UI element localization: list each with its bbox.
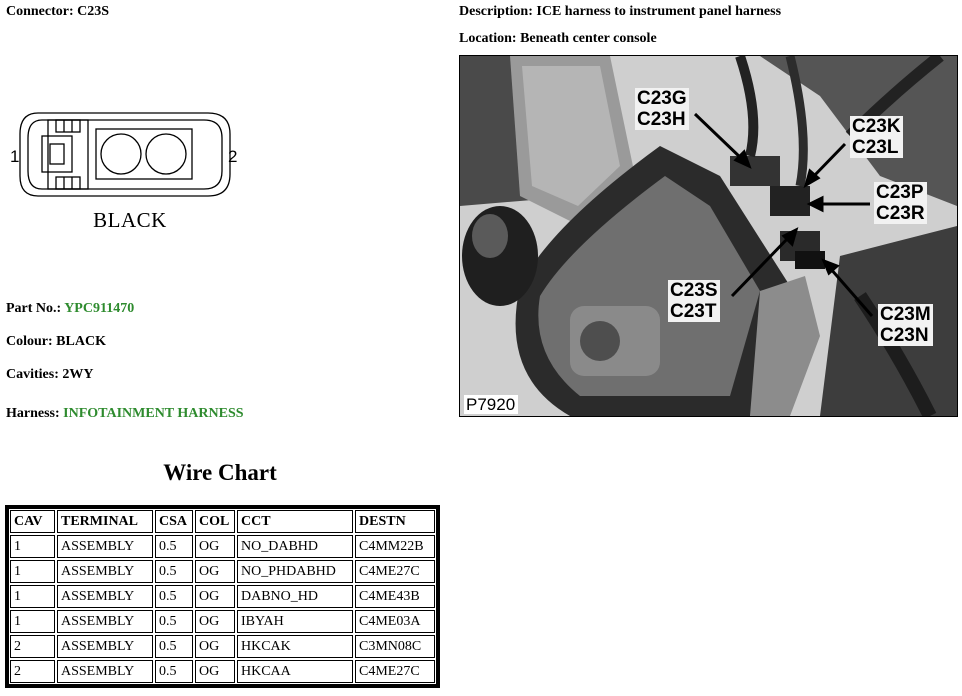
colour-value: BLACK	[56, 334, 106, 349]
cell-destn: C4ME03A	[354, 609, 436, 634]
header-terminal: TERMINAL	[56, 509, 154, 534]
cell-terminal: ASSEMBLY	[56, 634, 154, 659]
cell-cct: HKCAA	[236, 659, 354, 684]
table-header-row: CAV TERMINAL CSA COL CCT DESTN	[9, 509, 436, 534]
location-value: Beneath center console	[520, 31, 657, 46]
harness-field: Harness: INFOTAINMENT HARNESS	[6, 405, 244, 423]
cell-cct: NO_PHDABHD	[236, 559, 354, 584]
cell-cav: 1	[9, 609, 56, 634]
cell-csa: 0.5	[154, 609, 194, 634]
callout-c23m-c23n: C23M C23N	[878, 304, 933, 346]
cell-col: OG	[194, 584, 236, 609]
cell-cct: NO_DABHD	[236, 534, 354, 559]
cell-cav: 1	[9, 559, 56, 584]
pin-2-label: 2	[228, 147, 237, 166]
cell-col: OG	[194, 634, 236, 659]
wire-chart-table: CAV TERMINAL CSA COL CCT DESTN 1 ASSEMBL…	[5, 505, 440, 688]
wire-chart-title: Wire Chart	[163, 460, 277, 485]
connector-label: Connector:	[6, 4, 74, 19]
cell-col: OG	[194, 609, 236, 634]
cavities-value: 2WY	[62, 367, 94, 382]
callout-c23p-c23r: C23P C23R	[874, 182, 927, 224]
cell-csa: 0.5	[154, 659, 194, 684]
harness-label: Harness:	[6, 406, 60, 421]
header-col: COL	[194, 509, 236, 534]
cell-cav: 2	[9, 634, 56, 659]
table-row: 2 ASSEMBLY 0.5 OG HKCAA C4ME27C	[9, 659, 436, 684]
cell-cav: 2	[9, 659, 56, 684]
cell-col: OG	[194, 659, 236, 684]
connector-color-caption: BLACK	[93, 208, 167, 232]
cell-terminal: ASSEMBLY	[56, 559, 154, 584]
image-code: P7920	[464, 395, 519, 414]
description-label: Description:	[459, 4, 533, 19]
harness-value: INFOTAINMENT HARNESS	[63, 406, 244, 421]
connector-field: Connector: C23S	[6, 3, 109, 21]
cell-destn: C4ME43B	[354, 584, 436, 609]
callout-c23g-c23h: C23G C23H	[635, 88, 689, 130]
connector-value: C23S	[77, 4, 110, 19]
cell-csa: 0.5	[154, 634, 194, 659]
cell-terminal: ASSEMBLY	[56, 659, 154, 684]
location-field: Location: Beneath center console	[459, 30, 657, 48]
cell-cct: DABNO_HD	[236, 584, 354, 609]
cell-cav: 1	[9, 534, 56, 559]
cell-col: OG	[194, 559, 236, 584]
table-row: 1 ASSEMBLY 0.5 OG NO_PHDABHD C4ME27C	[9, 559, 436, 584]
cell-cav: 1	[9, 584, 56, 609]
part-no-field: Part No.: YPC911470	[6, 300, 134, 318]
description-value: ICE harness to instrument panel harness	[536, 4, 782, 19]
colour-label: Colour:	[6, 334, 53, 349]
cavities-label: Cavities:	[6, 367, 59, 382]
cell-cct: IBYAH	[236, 609, 354, 634]
connector-face-diagram: 1 2	[10, 112, 237, 197]
table-row: 2 ASSEMBLY 0.5 OG HKCAK C3MN08C	[9, 634, 436, 659]
table-row: 1 ASSEMBLY 0.5 OG IBYAH C4ME03A	[9, 609, 436, 634]
callout-c23s-c23t: C23S C23T	[668, 280, 720, 322]
header-cct: CCT	[236, 509, 354, 534]
pin-1-label: 1	[10, 147, 19, 166]
location-photo: C23G C23H C23K C23L C23P C23R C23S C23T …	[459, 55, 958, 417]
photo-illustration	[460, 56, 957, 416]
cell-csa: 0.5	[154, 559, 194, 584]
cell-terminal: ASSEMBLY	[56, 534, 154, 559]
part-no-label: Part No.:	[6, 301, 62, 316]
callout-c23k-c23l: C23K C23L	[850, 116, 903, 158]
cell-col: OG	[194, 534, 236, 559]
table-row: 1 ASSEMBLY 0.5 OG NO_DABHD C4MM22B	[9, 534, 436, 559]
colour-field: Colour: BLACK	[6, 333, 106, 351]
cell-destn: C4ME27C	[354, 559, 436, 584]
cell-destn: C4ME27C	[354, 659, 436, 684]
cell-terminal: ASSEMBLY	[56, 584, 154, 609]
part-no-value: YPC911470	[64, 301, 135, 316]
header-csa: CSA	[154, 509, 194, 534]
cell-cct: HKCAK	[236, 634, 354, 659]
cell-destn: C3MN08C	[354, 634, 436, 659]
cell-destn: C4MM22B	[354, 534, 436, 559]
cell-csa: 0.5	[154, 584, 194, 609]
cell-terminal: ASSEMBLY	[56, 609, 154, 634]
table-row: 1 ASSEMBLY 0.5 OG DABNO_HD C4ME43B	[9, 584, 436, 609]
description-field: Description: ICE harness to instrument p…	[459, 3, 781, 21]
cell-csa: 0.5	[154, 534, 194, 559]
location-label: Location:	[459, 31, 517, 46]
header-destn: DESTN	[354, 509, 436, 534]
cavities-field: Cavities: 2WY	[6, 366, 94, 384]
header-cav: CAV	[9, 509, 56, 534]
